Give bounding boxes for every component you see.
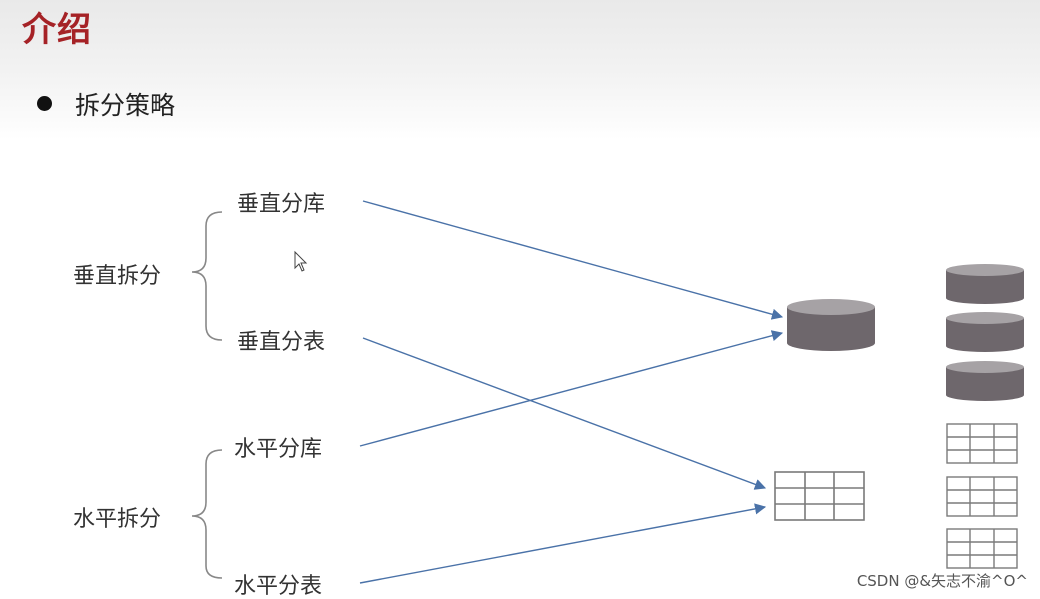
item-label-vertical-db: 垂直分库 [237,192,326,217]
item-label-horizontal-table: 水平分表 [234,574,323,599]
watermark: CSDN @&矢志不渝^O^ [856,572,1028,590]
database-icon [946,264,1024,304]
group-label-vertical: 垂直拆分 [73,264,162,289]
horizontal-group-brace [191,449,223,579]
group-label-horizontal: 水平拆分 [73,507,162,532]
table-icon [946,423,1018,464]
arrow-vertical-table [362,337,767,490]
table-icon [946,528,1018,569]
table-icon [774,471,865,521]
connection-arrows [359,200,784,584]
mouse-cursor-icon [294,250,308,272]
database-icon [946,312,1024,352]
table-icon [946,476,1018,517]
database-icon [946,361,1024,401]
arrow-vertical-db [362,200,784,320]
arrow-horizontal-table [359,503,767,584]
arrow-horizontal-db [359,330,784,447]
bullet-text: 拆分策略 [75,91,176,120]
item-label-vertical-table: 垂直分表 [237,330,326,355]
database-icon [787,299,875,351]
bullet-dot-icon [37,96,52,111]
vertical-group-brace [191,211,223,341]
slide-title: 介绍 [22,10,92,50]
item-label-horizontal-db: 水平分库 [234,437,323,462]
